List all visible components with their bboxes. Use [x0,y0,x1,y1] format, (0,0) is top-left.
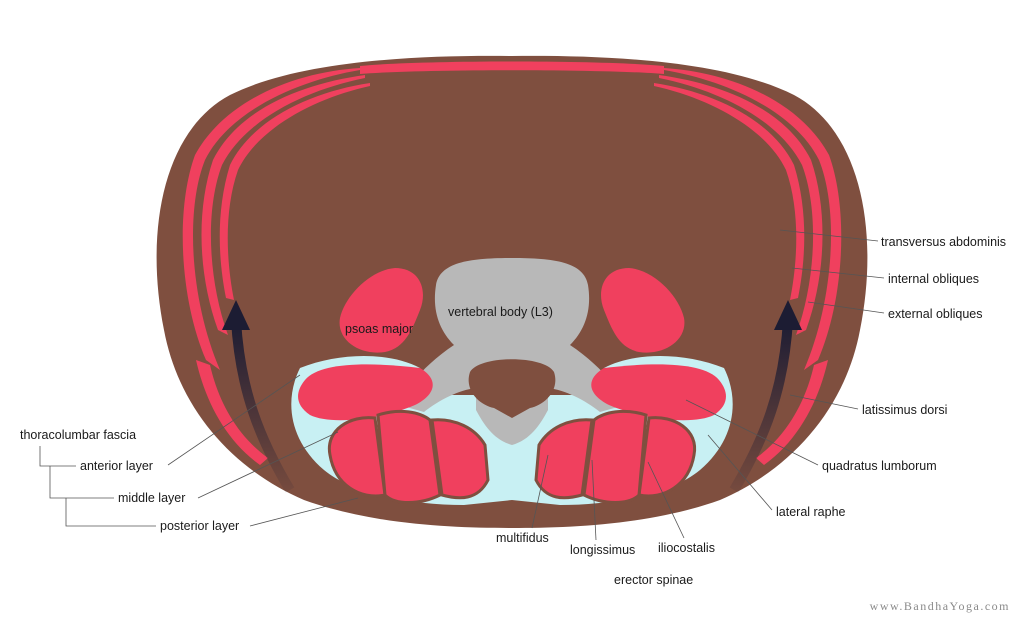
watermark: www.BandhaYoga.com [870,599,1010,613]
leader-transversus [779,229,879,242]
psoas-major-right [601,268,685,353]
label-external-obliques: external obliques [888,307,983,321]
label-vertebral-body: vertebral body (L3) [448,305,553,319]
leader-quadratus [685,399,819,466]
label-iliocostalis: iliocostalis [658,541,715,555]
rectus-sheath [360,61,664,74]
arrow-left [231,319,295,493]
leader-posterior-layer [249,497,359,527]
transversus-abdominis-left [219,83,370,300]
leader-lateral-raphe [707,434,773,511]
erector-spinae-right [534,409,697,504]
spinal-canal [468,359,556,418]
internal-obliques-right [659,75,823,335]
label-psoas-major: psoas major [345,322,413,336]
leader-longissimus [591,459,597,541]
label-multifidus: multifidus [496,531,549,545]
latissimus-dorsi-right [756,360,828,465]
label-transversus-abdominis: transversus abdominis [881,235,1006,249]
arrowhead-right [774,300,802,330]
external-obliques-right [664,68,842,370]
label-latissimus-dorsi: latissimus dorsi [862,403,947,417]
vertebral-body [399,258,625,445]
fascia-bracket [39,446,156,527]
label-middle-layer: middle layer [118,491,185,505]
label-quadratus-lumborum: quadratus lumborum [822,459,937,473]
leader-iliocostalis [647,461,685,539]
external-obliques-left [182,68,360,370]
label-erector-spinae: erector spinae [614,573,693,587]
leader-internal-obliques [791,267,885,279]
quadratus-lumborum-left [298,364,433,421]
quadratus-lumborum-right [591,364,726,421]
leader-latissimus [789,394,859,410]
erector-spinae-left [327,409,490,504]
transversus-abdominis-right [654,83,805,300]
arrow-right [729,319,793,493]
latissimus-dorsi-left [196,360,268,465]
label-longissimus: longissimus [570,543,635,557]
leader-external-obliques [807,301,885,314]
label-lateral-raphe: lateral raphe [776,505,846,519]
internal-obliques-left [201,75,365,335]
label-posterior-layer: posterior layer [160,519,239,533]
label-thoracolumbar-fascia: thoracolumbar fascia [20,428,136,442]
arrowhead-left [222,300,250,330]
leader-middle-layer [197,431,339,499]
leader-anterior-layer [167,374,301,466]
leader-multifidus [531,454,549,529]
psoas-major-left [339,268,423,353]
label-anterior-layer: anterior layer [80,459,153,473]
label-internal-obliques: internal obliques [888,272,979,286]
